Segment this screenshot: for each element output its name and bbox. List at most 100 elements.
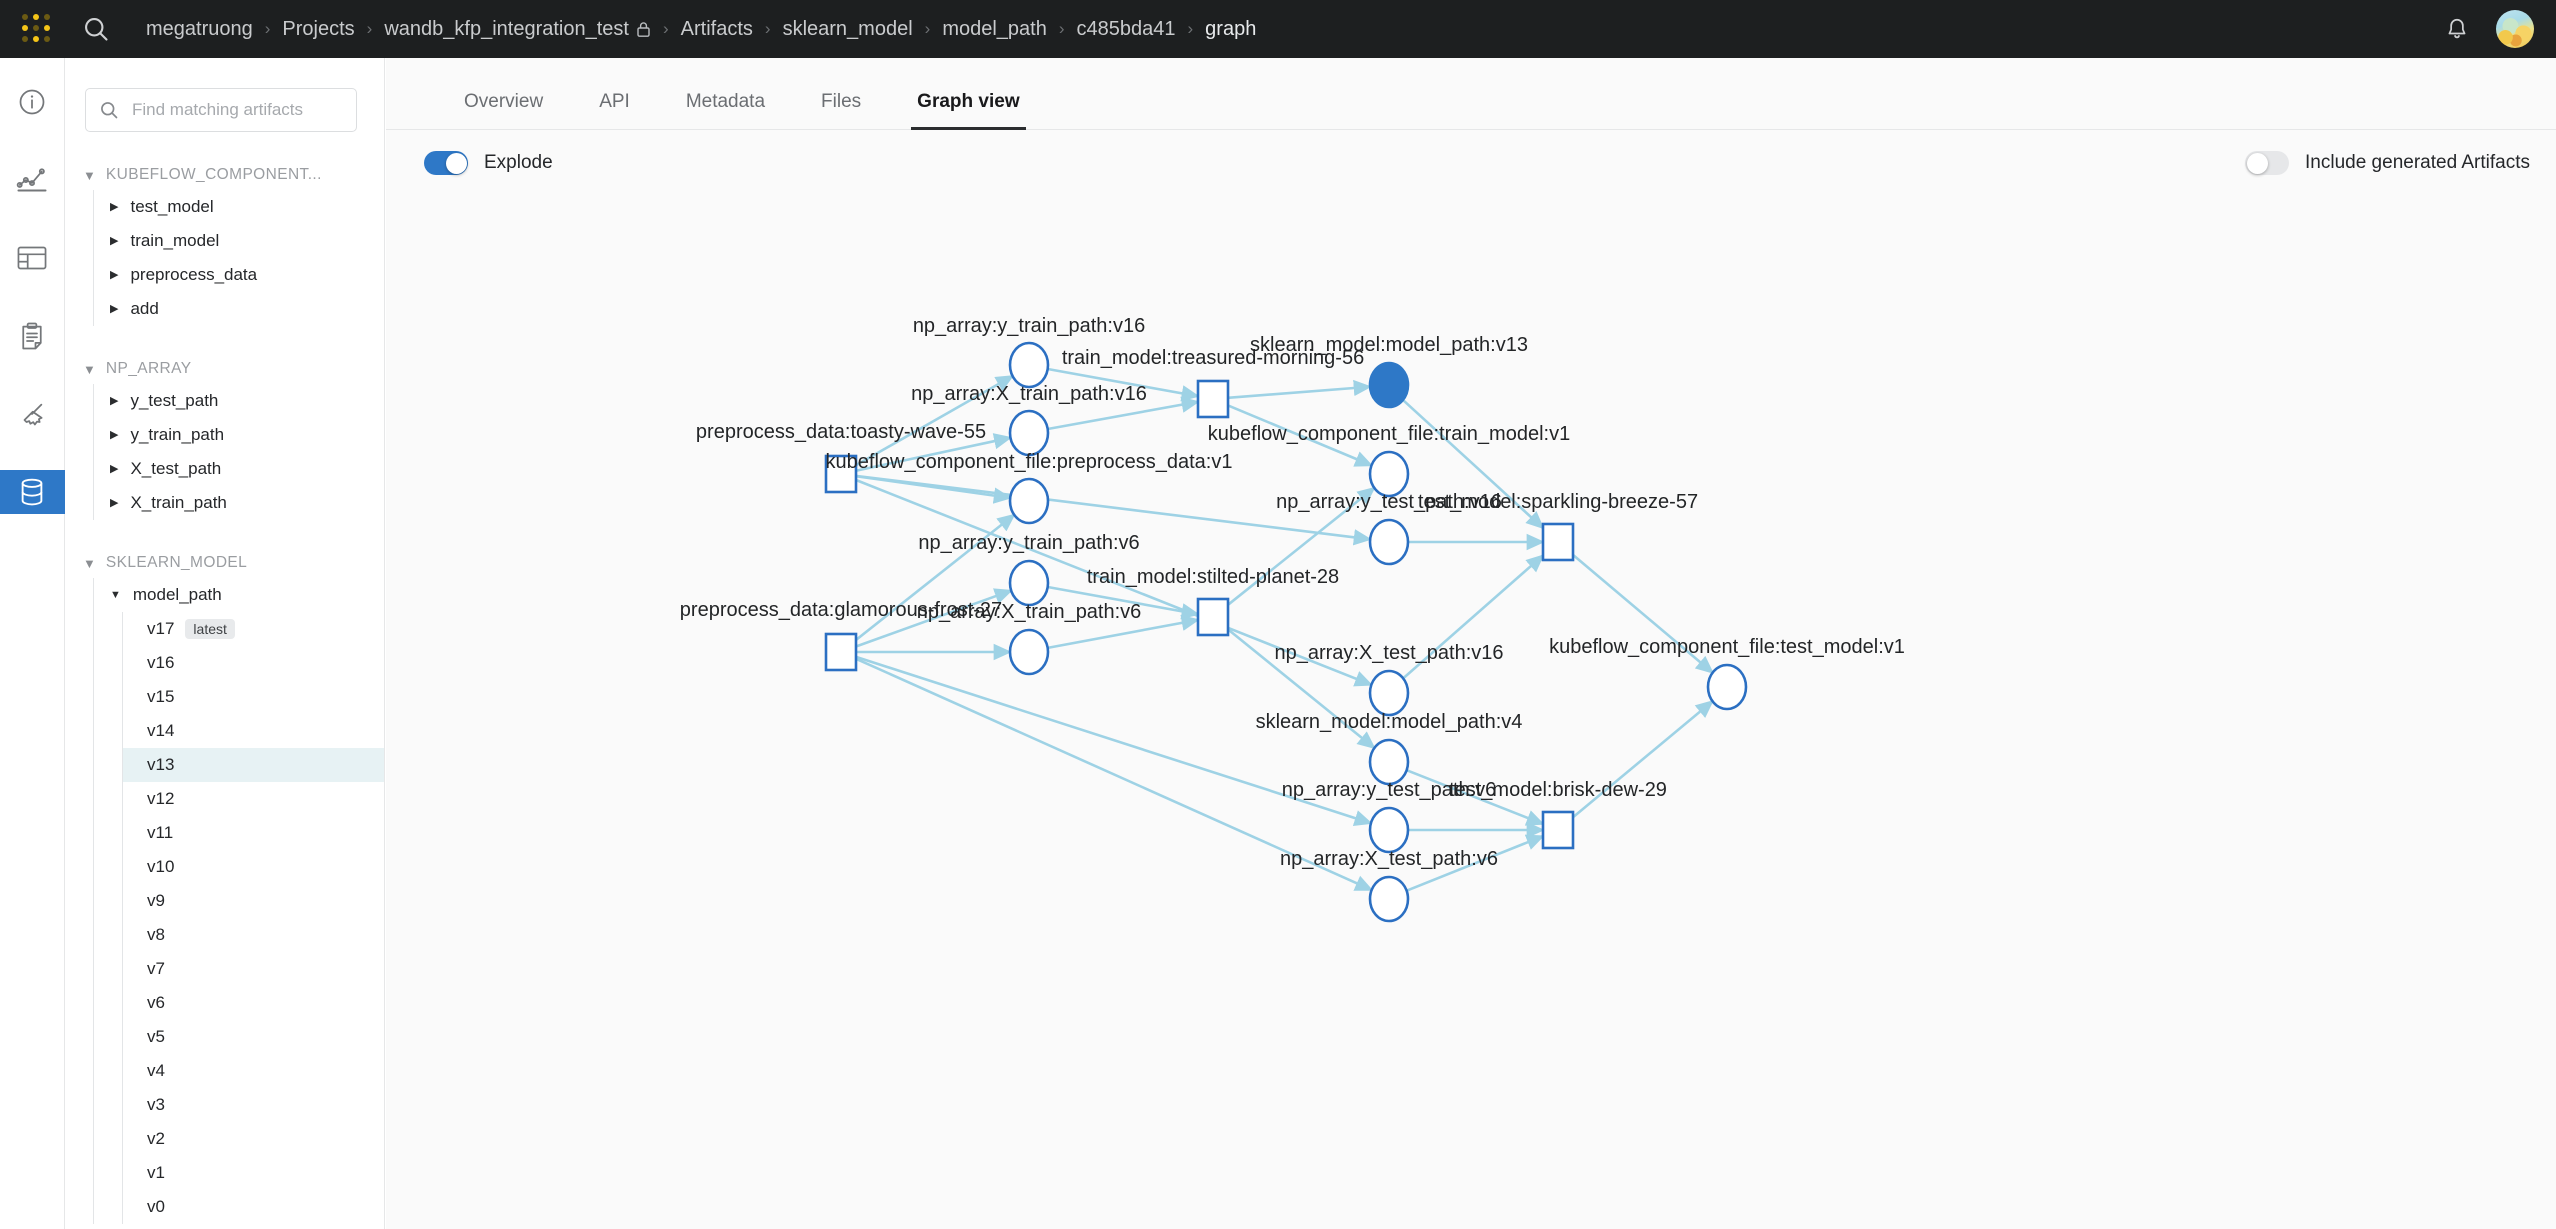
graph-node-label: sklearn_model:model_path:v4 [1256,711,1523,733]
version-item-v16[interactable]: v16 [123,646,384,680]
graph-node-kcfte1[interactable]: kubeflow_component_file:test_model:v1 [1549,636,1905,711]
tree-group-header-sklearn-model[interactable]: ▼SKLEARN_MODEL [65,548,384,578]
avatar[interactable] [2496,10,2534,48]
tree-item-x-test-path[interactable]: ▶X_test_path [94,452,384,486]
graph-node-pp27[interactable]: preprocess_data:glamorous-frost-27 [680,599,1002,672]
version-item-v3[interactable]: v3 [123,1088,384,1122]
chart-line-icon[interactable] [0,158,65,202]
artifact-node-shape[interactable] [1008,559,1050,607]
version-item-v7[interactable]: v7 [123,952,384,986]
tree-item-model-path[interactable]: ▼model_path [94,578,384,612]
graph-node-tm28[interactable]: train_model:stilted-planet-28 [1087,566,1339,637]
tree-item-add[interactable]: ▶add [94,292,384,326]
tree-item-x-train-path[interactable]: ▶X_train_path [94,486,384,520]
graph-node-xtr6[interactable]: np_array:X_train_path:v6 [917,601,1142,676]
tab-api[interactable]: API [599,91,630,112]
bell-icon[interactable] [2444,16,2470,42]
artifact-node-shape[interactable] [1368,450,1410,498]
artifact-node-shape[interactable] [1368,518,1410,566]
version-item-v8[interactable]: v8 [123,918,384,952]
breadcrumb-item-artifacts[interactable]: Artifacts [680,17,753,40]
apps-grid-icon[interactable] [22,14,52,44]
tree-item-test-model[interactable]: ▶test_model [94,190,384,224]
version-item-v15[interactable]: v15 [123,680,384,714]
graph-node-xtr16[interactable]: np_array:X_train_path:v16 [911,383,1147,457]
graph-node-pp55[interactable]: preprocess_data:toasty-wave-55 [696,421,986,494]
tab-graph-view[interactable]: Graph view [889,91,1047,130]
run-node-shape[interactable] [1196,379,1230,419]
include-generated-group: Include generated Artifacts [2245,151,2530,175]
run-node-shape[interactable] [1541,810,1575,850]
breadcrumb-item-megatruong[interactable]: megatruong [146,17,253,40]
explode-toggle[interactable] [424,151,468,175]
version-item-v4[interactable]: v4 [123,1054,384,1088]
breadcrumb-item-wandb-kfp-integration-test[interactable]: wandb_kfp_integration_test [372,18,663,41]
graph-node-label: kubeflow_component_file:test_model:v1 [1549,636,1905,658]
version-item-v0[interactable]: v0 [123,1190,384,1224]
artifact-node-shape[interactable] [1368,669,1410,717]
version-item-v6[interactable]: v6 [123,986,384,1020]
tree-group-header-kubeflow-component-[interactable]: ▼KUBEFLOW_COMPONENT... [65,160,384,190]
graph-node-xte6[interactable]: np_array:X_test_path:v6 [1280,848,1498,923]
breadcrumb-item-c485bda41[interactable]: c485bda41 [1076,17,1176,40]
breadcrumb-item-projects[interactable]: Projects [282,17,355,40]
graph-node-kcftm1[interactable]: kubeflow_component_file:train_model:v1 [1208,423,1570,498]
tree-item-preprocess-data[interactable]: ▶preprocess_data [94,258,384,292]
version-item-v9[interactable]: v9 [123,884,384,918]
include-generated-artifacts-toggle[interactable] [2245,151,2290,175]
version-item-v13[interactable]: v13 [123,748,384,782]
tree-item-y-train-path[interactable]: ▶y_train_path [94,418,384,452]
artifact-node-shape[interactable] [1008,477,1050,525]
tree-item-y-test-path[interactable]: ▶y_test_path [94,384,384,418]
graph-node-tm56[interactable]: train_model:treasured-morning-56 [1062,347,1364,419]
graph-edge [855,657,1374,892]
breadcrumb-item-graph[interactable]: graph [1205,17,1257,40]
graph-node-smp4[interactable]: sklearn_model:model_path:v4 [1256,711,1523,786]
artifacts-database-icon[interactable] [0,470,65,514]
tree-group-header-np-array[interactable]: ▼NP_ARRAY [65,354,384,384]
artifact-node-shape[interactable] [1706,663,1748,711]
graph-node-kcfpp1[interactable]: kubeflow_component_file:preprocess_data:… [826,451,1233,525]
run-node-shape[interactable] [1541,522,1575,562]
artifact-node-shape[interactable] [1368,738,1410,786]
tree-item-train-model[interactable]: ▶train_model [94,224,384,258]
run-node-shape[interactable] [1196,597,1230,637]
artifact-node-shape[interactable] [1008,409,1050,457]
version-item-v5[interactable]: v5 [123,1020,384,1054]
tab-files[interactable]: Files [821,91,862,112]
tab-overview[interactable]: Overview [464,91,544,112]
version-item-v10[interactable]: v10 [123,850,384,884]
graph-node-yte16[interactable]: np_array:y_test_path:v16 [1276,491,1502,566]
graph-node-ytr6[interactable]: np_array:y_train_path:v6 [918,532,1140,607]
run-node-shape[interactable] [824,632,858,672]
breadcrumb-item-sklearn-model[interactable]: sklearn_model [782,17,913,40]
search-input[interactable] [85,88,357,132]
graph-node-smp13[interactable]: sklearn_model:model_path:v13 [1250,334,1528,409]
clipboard-icon[interactable] [0,314,65,358]
graph-node-xte16[interactable]: np_array:X_test_path:v16 [1274,642,1504,717]
artifact-node-shape[interactable] [1368,361,1410,409]
version-item-v1[interactable]: v1 [123,1156,384,1190]
tab-metadata[interactable]: Metadata [685,91,766,112]
version-item-v2[interactable]: v2 [123,1122,384,1156]
version-item-v12[interactable]: v12 [123,782,384,816]
artifact-node-shape[interactable] [1368,875,1410,923]
broom-icon[interactable] [0,392,65,436]
version-item-v14[interactable]: v14 [123,714,384,748]
graph-node-yte6[interactable]: np_array:y_test_path:v6 [1282,779,1497,854]
breadcrumb-item-model-path[interactable]: model_path [942,17,1047,40]
graph-node-ytr16[interactable]: np_array:y_train_path:v16 [913,315,1145,389]
search-icon[interactable] [82,15,110,43]
artifact-node-shape[interactable] [1368,806,1410,854]
artifact-node-shape[interactable] [1008,341,1050,389]
info-icon[interactable] [0,80,65,124]
run-node-shape[interactable] [824,454,858,494]
version-item-v11[interactable]: v11 [123,816,384,850]
graph-node-testm57[interactable]: test_model:sparkling-breeze-57 [1418,491,1698,562]
artifact-node-shape[interactable] [1008,628,1050,676]
table-icon[interactable] [0,236,65,280]
graph-canvas[interactable]: preprocess_data:toasty-wave-55 np_array:y… [386,196,2556,1229]
graph-node-testm29[interactable]: test_model:brisk-dew-29 [1449,779,1667,850]
graph-node-label: np_array:X_test_path:v6 [1280,848,1498,870]
